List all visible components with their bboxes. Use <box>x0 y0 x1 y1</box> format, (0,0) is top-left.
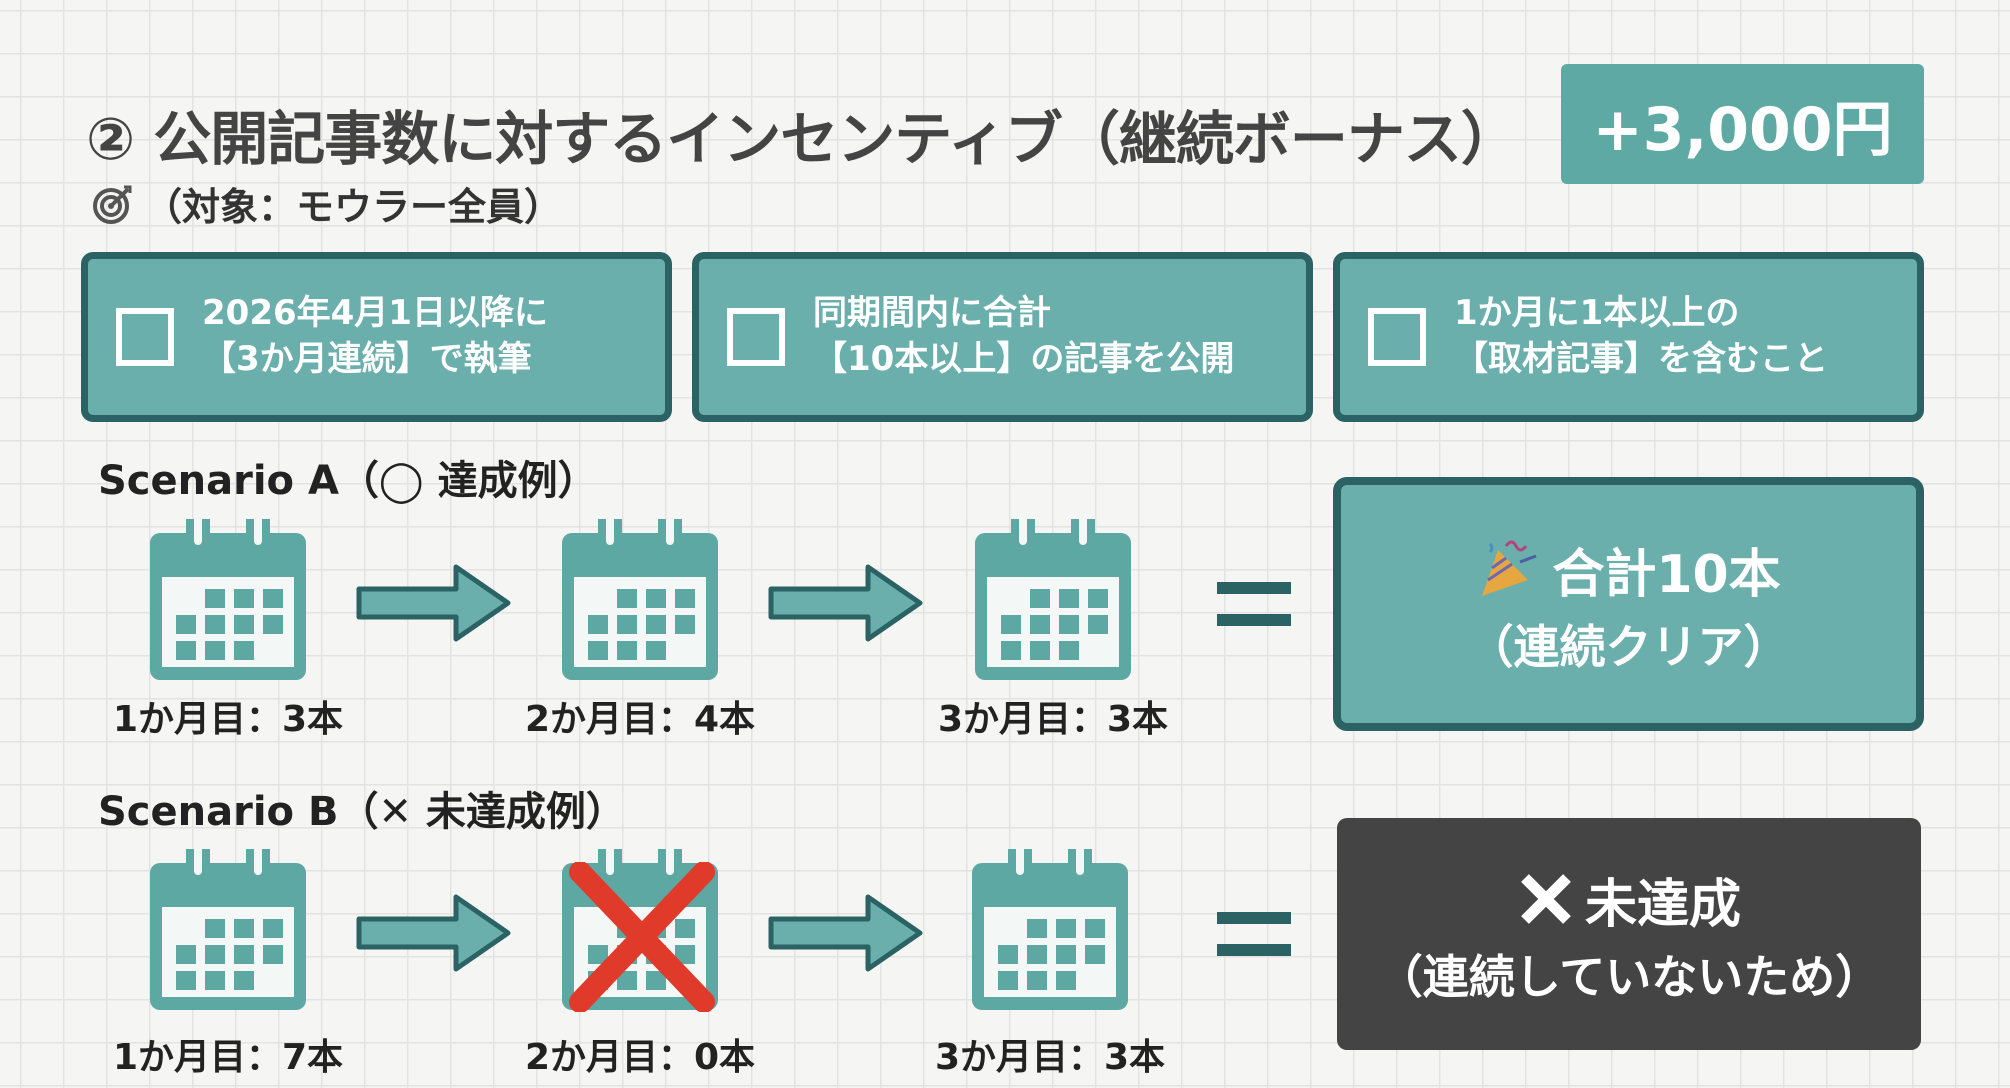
x-icon <box>1521 874 1571 924</box>
result-note: （連続クリア） <box>1467 619 1790 674</box>
condition-card-2: 同期間内に合計【10本以上】の記事を公開 <box>692 252 1313 422</box>
month-label: 1か月目：3本 <box>112 699 344 740</box>
calendar-icon <box>975 515 1131 680</box>
party-popper-icon <box>1482 540 1537 596</box>
arrow-right-icon <box>356 893 512 973</box>
condition-line2: 【取材記事】を含むこと <box>1454 339 1828 379</box>
condition-line1: 同期間内に合計 <box>813 293 1051 334</box>
calendar-icon <box>150 845 306 1010</box>
arrow-right-icon <box>768 893 924 973</box>
month-label: 2か月目：0本 <box>524 1037 756 1078</box>
scenario-b-result: 未達成 （連続していないため） <box>1337 818 1921 1050</box>
arrow-right-icon <box>356 563 512 643</box>
result-total: 合計10本 <box>1552 544 1781 605</box>
red-cross-icon <box>569 862 715 1012</box>
checkbox-icon[interactable] <box>116 308 174 366</box>
bonus-amount-badge: +3,000円 <box>1561 64 1924 184</box>
scenario-b-label: Scenario B（✕ 未達成例） <box>98 789 626 835</box>
month-label: 3か月目：3本 <box>937 699 1169 740</box>
checkbox-icon[interactable] <box>727 308 785 366</box>
subtitle-text: （対象：モウラー全員） <box>144 185 563 229</box>
calendar-icon <box>972 845 1128 1010</box>
result-note: （連続していないため） <box>1376 949 1882 1004</box>
calendar-icon <box>150 515 306 680</box>
condition-card-3: 1か月に1本以上の【取材記事】を含むこと <box>1333 252 1924 422</box>
condition-line1: 2026年4月1日以降に <box>202 293 548 334</box>
equals-icon <box>1217 910 1291 960</box>
scenario-a-result: 合計10本 （連続クリア） <box>1333 477 1924 731</box>
condition-line1: 1か月に1本以上の <box>1454 293 1740 334</box>
condition-line2: 【3か月連続】で執筆 <box>202 339 532 379</box>
condition-line2: 【10本以上】の記事を公開 <box>813 339 1235 379</box>
target-audience: （対象：モウラー全員） <box>92 176 562 231</box>
scenario-a-label: Scenario A（◯ 達成例） <box>98 458 598 504</box>
page-title: ② 公開記事数に対するインセンティブ（継続ボーナス） <box>86 105 1519 173</box>
month-label: 1か月目：7本 <box>112 1037 344 1078</box>
checkbox-icon[interactable] <box>1368 308 1426 366</box>
equals-icon <box>1217 580 1291 630</box>
arrow-right-icon <box>768 563 924 643</box>
result-status: 未達成 <box>1584 874 1741 935</box>
month-label: 2か月目：4本 <box>524 699 756 740</box>
condition-card-1: 2026年4月1日以降に【3か月連続】で執筆 <box>81 252 672 422</box>
calendar-icon <box>562 515 718 680</box>
target-icon <box>93 185 132 224</box>
month-label: 3か月目：3本 <box>934 1037 1166 1078</box>
